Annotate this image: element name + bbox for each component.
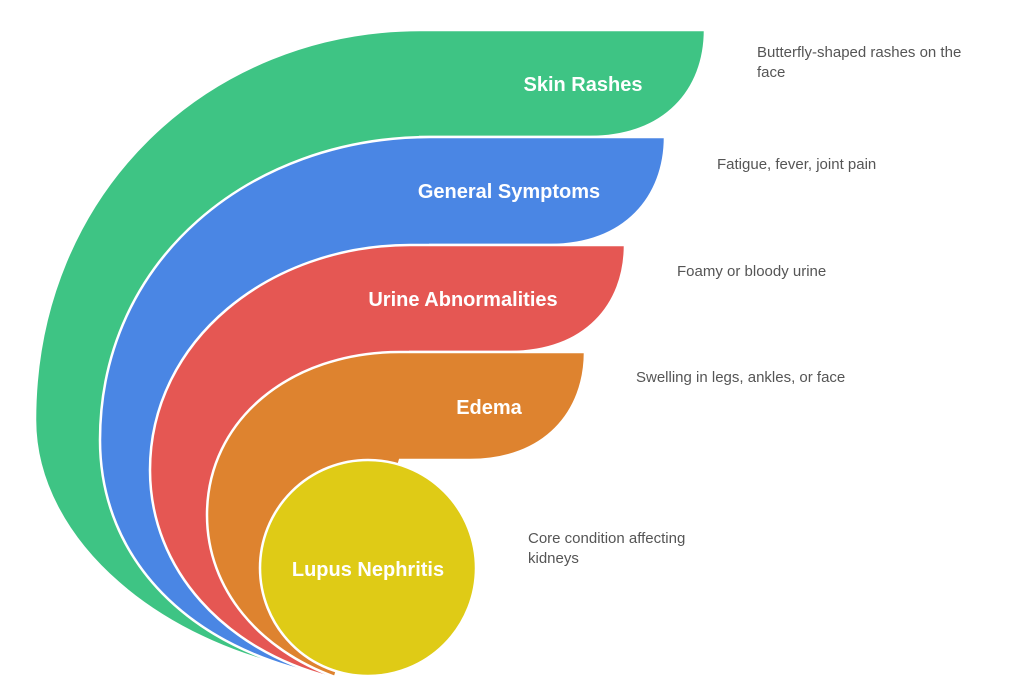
description-edema: Swelling in legs, ankles, or face bbox=[636, 369, 846, 386]
core-lupus-nephritis bbox=[258, 458, 478, 678]
description-skin-rashes: Butterfly-shaped rashes on the face bbox=[757, 44, 962, 81]
core-label-lupus-nephritis: Lupus Nephritis bbox=[292, 559, 444, 581]
description-urine-abnormalities: Foamy or bloody urine bbox=[677, 263, 827, 280]
description-general-symptoms: Fatigue, fever, joint pain bbox=[717, 156, 877, 173]
layer-label-general-symptoms: General Symptoms bbox=[418, 181, 600, 203]
layer-label-skin-rashes: Skin Rashes bbox=[524, 74, 643, 96]
layer-label-edema: Edema bbox=[456, 397, 522, 419]
layer-label-urine-abnormalities: Urine Abnormalities bbox=[368, 289, 557, 311]
description-lupus-nephritis: Core condition affecting kidneys bbox=[528, 530, 686, 567]
